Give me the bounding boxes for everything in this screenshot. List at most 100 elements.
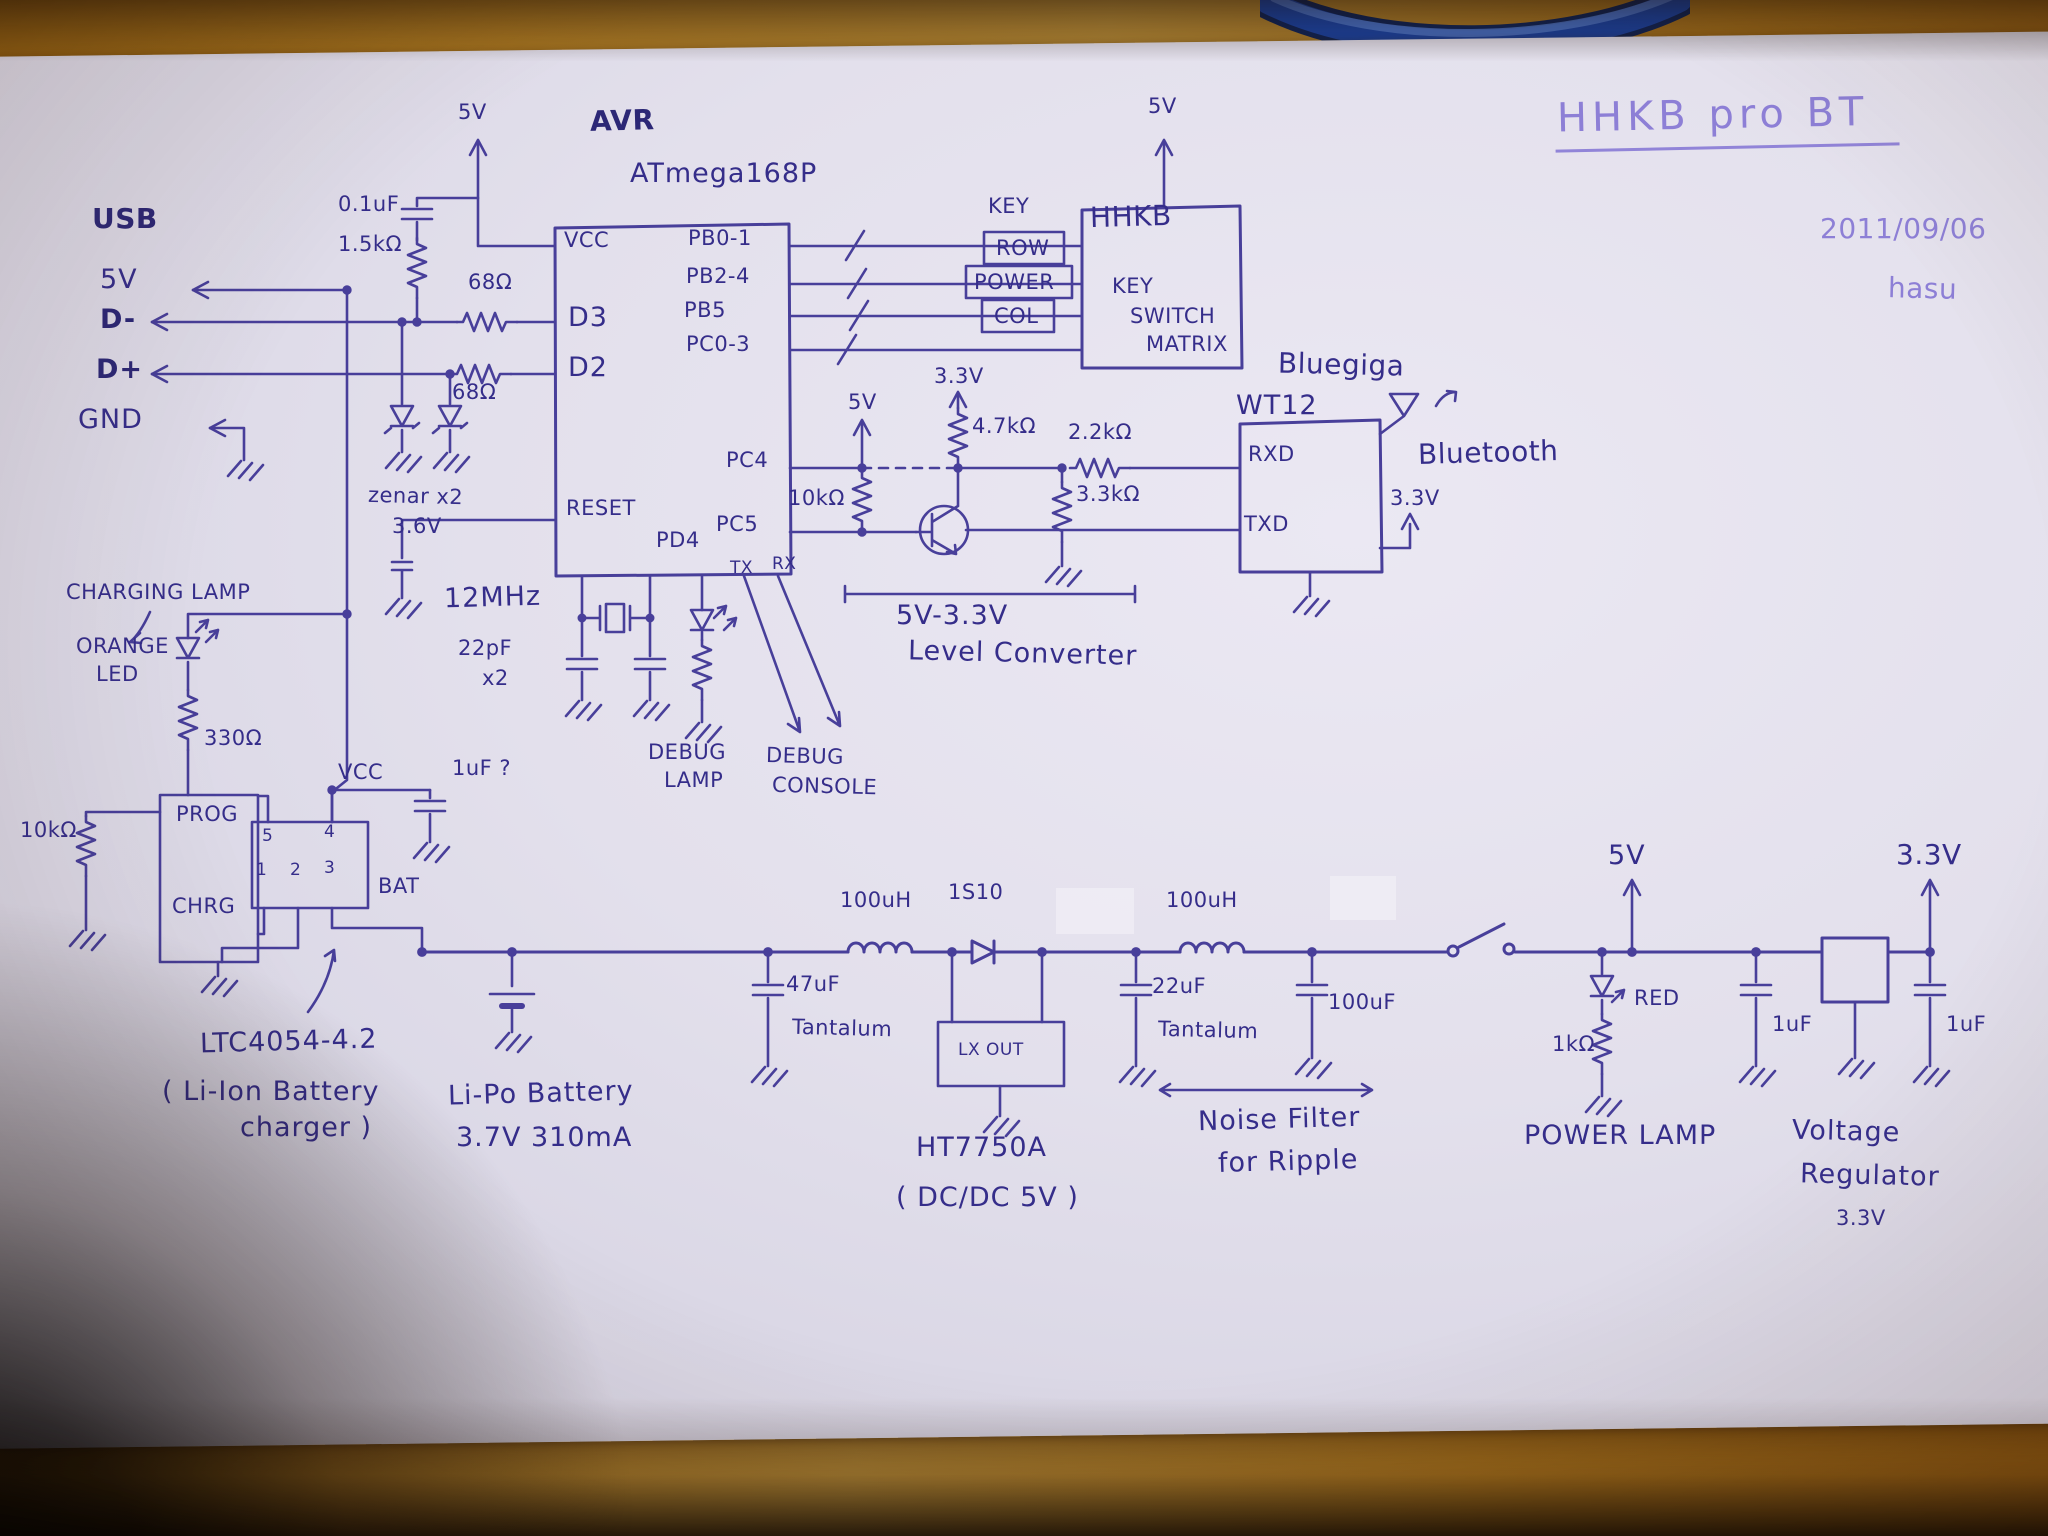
cap-22uf-label: 22uF: [1152, 974, 1207, 998]
orange-label: ORANGE: [76, 634, 169, 658]
avr-pin-pb5: PB5: [684, 298, 726, 322]
regulator-label-2: Regulator: [1799, 1158, 1941, 1193]
wt12-pin-txd: TXD: [1244, 512, 1289, 536]
avr-pin-pb24: PB2-4: [686, 264, 750, 288]
cap-01uf-label: 0.1uF: [338, 192, 400, 216]
avr-part-label: ATmega168P: [630, 158, 818, 189]
avr-pin-pc5: PC5: [716, 512, 759, 536]
debug-tx-label: TX: [730, 558, 754, 578]
avr-pin-pc03: PC0-3: [686, 332, 751, 356]
usb-gnd-label: GND: [78, 404, 143, 435]
bluegiga-label: Bluegiga: [1277, 346, 1405, 383]
charger-pin5: 5: [262, 826, 274, 846]
usb-dplus-label: D+: [96, 354, 144, 385]
avr-pin-d2: D2: [568, 352, 608, 383]
avr-title: AVR: [589, 103, 655, 138]
battery-name-label: Li-Po Battery: [447, 1075, 635, 1112]
red-led-label: RED: [1634, 986, 1680, 1010]
bus-row-label: ROW: [996, 236, 1050, 260]
avr-5v-label: 5V: [458, 100, 487, 124]
lx-out-label: LX OUT: [958, 1040, 1024, 1060]
hhkb-5v-label: 5V: [1148, 94, 1177, 118]
cap-1uf-2-label: 1uF: [1946, 1012, 1987, 1036]
res-68-2-label: 68Ω: [452, 380, 497, 404]
debug-lamp-label-2: LAMP: [664, 768, 724, 792]
res-22k-label: 2.2kΩ: [1068, 420, 1133, 444]
lvl-span-label: 5V-3.3V: [896, 600, 1009, 631]
usb-dminus-label: D-: [100, 304, 137, 335]
page-title: HHKB pro BT: [1554, 88, 1900, 153]
charger-pin1: 1: [256, 860, 268, 880]
hhkb-title: HHKB: [1089, 198, 1173, 235]
debug-lamp-label-1: DEBUG: [648, 740, 726, 764]
usb-5v-label: 5V: [100, 264, 138, 295]
prog-label: PROG: [176, 802, 239, 826]
regulator-label-1: Voltage: [1791, 1114, 1901, 1149]
ind-100uh-2-label: 100uH: [1166, 888, 1238, 912]
res-33k-label: 3.3kΩ: [1076, 482, 1141, 506]
charger-pin2: 2: [290, 860, 302, 880]
bus-col-label: COL: [994, 304, 1039, 328]
crystal-cap-x2-label: x2: [482, 666, 509, 690]
dcdc-desc-label: ( DC/DC 5V ): [896, 1182, 1079, 1213]
debug-console-label-2: CONSOLE: [771, 772, 878, 800]
diode-1s10-label: 1S10: [948, 880, 1004, 904]
bus-power-label: POWER: [974, 270, 1055, 294]
power-33v-label: 3.3V: [1896, 838, 1962, 871]
res-330-label: 330Ω: [204, 726, 263, 750]
charger-vcc-label: VCC: [338, 760, 384, 784]
res-68-1-label: 68Ω: [468, 270, 513, 294]
debug-console-label-1: DEBUG: [765, 743, 845, 769]
avr-pin-pb01: PB0-1: [688, 226, 752, 250]
charger-desc-2: charger ): [240, 1112, 373, 1143]
dcdc-part-label: HT7750A: [916, 1132, 1047, 1163]
lvl-5v-label: 5V: [848, 390, 877, 414]
crystal-cap-label: 22pF: [458, 636, 513, 660]
bus-key1-label: KEY: [988, 194, 1030, 218]
cap-47uf-tant-label: Tantalum: [791, 1014, 893, 1042]
hhkb-switch-label: SWITCH: [1130, 304, 1216, 328]
debug-rx-label: RX: [772, 554, 797, 574]
hhkb-matrix-label: MATRIX: [1146, 332, 1228, 356]
res-10k-chg-label: 10kΩ: [20, 818, 77, 842]
bat-label: BAT: [378, 874, 420, 898]
avr-pin-vcc: VCC: [564, 228, 610, 252]
charger-pin3: 3: [324, 858, 336, 878]
hhkb-key2-label: KEY: [1112, 274, 1154, 298]
ind-100uh-1-label: 100uH: [840, 888, 912, 912]
battery-spec-label: 3.7V 310mA: [456, 1122, 633, 1153]
cap-47uf-label: 47uF: [786, 972, 841, 996]
res-10k-lvl-label: 10kΩ: [788, 486, 845, 510]
lvl-33v-label: 3.3V: [934, 364, 984, 388]
bluetooth-label: Bluetooth: [1417, 434, 1559, 471]
charging-lamp-label: CHARGING LAMP: [66, 580, 251, 604]
res-1k-label: 1kΩ: [1552, 1032, 1596, 1056]
regulator-label-3: 3.3V: [1836, 1206, 1886, 1230]
charger-pin4: 4: [324, 822, 336, 842]
power-rail: [420, 922, 1932, 965]
cap-1uf-q-label: 1uF ?: [452, 756, 512, 780]
crystal-label: 12MHz: [443, 580, 542, 615]
date-label: 2011/09/06: [1820, 212, 1987, 245]
res-15k-label: 1.5kΩ: [338, 232, 403, 256]
res-47k-label: 4.7kΩ: [972, 414, 1037, 438]
usb-title: USB: [92, 202, 158, 235]
wt12-label: WT12: [1236, 390, 1318, 421]
power-lamp-label: POWER LAMP: [1524, 1120, 1717, 1151]
wt12-33v-label: 3.3V: [1390, 486, 1440, 510]
charger-part-label: LTC4054-4.2: [199, 1023, 378, 1060]
chrg-label: CHRG: [172, 894, 236, 918]
cap-1uf-1-label: 1uF: [1772, 1012, 1813, 1036]
cap-22uf-tant-label: Tantalum: [1157, 1016, 1259, 1044]
noise-filter-label-1: Noise Filter: [1197, 1101, 1361, 1138]
noise-filter-label-2: for Ripple: [1217, 1144, 1359, 1179]
led-label: LED: [96, 662, 139, 686]
lvl-name-label: Level Converter: [907, 635, 1138, 672]
cap-100uf-label: 100uF: [1328, 990, 1396, 1014]
zener-voltage-label: 3.6V: [392, 514, 442, 538]
avr-pin-reset: RESET: [566, 496, 636, 520]
avr-pin-pd4: PD4: [656, 528, 700, 552]
wt12-pin-rxd: RXD: [1248, 442, 1295, 466]
